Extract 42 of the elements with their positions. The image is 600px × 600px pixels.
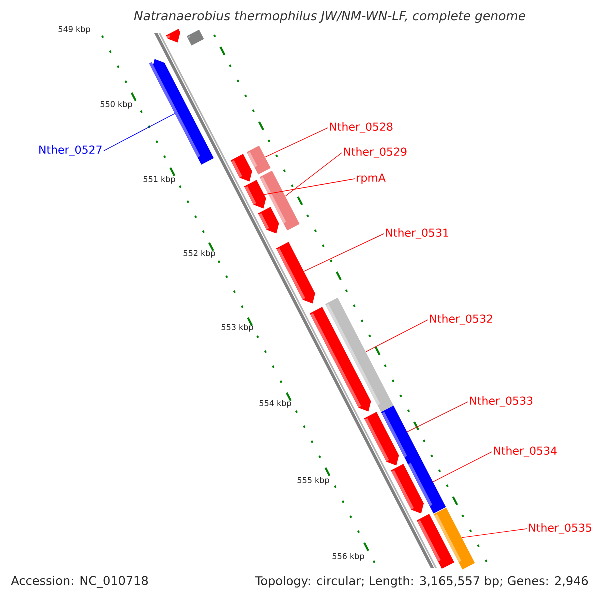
gene-segment <box>260 170 300 231</box>
scale-label: 553 kbp <box>222 324 254 332</box>
gene-label: rpmA <box>357 174 386 184</box>
gene-segment <box>166 29 180 43</box>
footer-text: Topology: circular; Length: 3,165,557 bp; Genes: 2,946 <box>255 576 588 588</box>
gene-segment <box>258 207 280 234</box>
leader-line <box>432 452 492 482</box>
leader-line <box>104 113 176 152</box>
gene-label: Nther_0527 <box>40 146 102 156</box>
title: Natranaerobius thermophilus JW/NM-WN-LF, complete genome <box>134 10 526 24</box>
gene-segment <box>325 298 394 413</box>
leader-line <box>462 528 528 538</box>
gene-segment <box>230 154 252 182</box>
scale-label: 551 kbp <box>144 176 176 184</box>
gene-label: Nther_0533 <box>470 396 533 408</box>
scale-label: 550 kbp <box>100 101 132 109</box>
gene-segment <box>434 508 476 570</box>
gene-label: Nther_0529 <box>344 148 407 158</box>
gene-label: Nther_0532 <box>430 314 492 326</box>
gene-label: Nther_0528 <box>330 122 393 134</box>
gene-segment <box>276 242 316 304</box>
leader-line <box>304 234 384 272</box>
scale-label: 556 kbp <box>332 553 364 561</box>
leader-line <box>366 320 428 352</box>
gene-segment <box>186 30 204 46</box>
scale-label: 555 kbp <box>298 477 330 485</box>
gene-segment <box>408 456 446 514</box>
gene-label: Nther_0534 <box>494 446 557 458</box>
scale-label: 552 kbp <box>184 250 216 258</box>
gene-segment <box>149 59 214 165</box>
leader-line <box>407 402 468 432</box>
gene-label: Nther_0531 <box>386 228 448 240</box>
gene-segment <box>246 146 271 175</box>
gene-segment <box>244 180 266 209</box>
scale-label: 554 kbp <box>260 400 292 408</box>
gene-segment <box>381 406 421 465</box>
footer-text: Accession: NC_010718 <box>11 576 148 588</box>
gene-label: Nther_0535 <box>529 524 592 534</box>
leader-line <box>265 128 328 158</box>
scale-label: 549 kbp <box>58 26 90 34</box>
leader-line <box>264 178 356 196</box>
leader-line <box>285 152 342 197</box>
